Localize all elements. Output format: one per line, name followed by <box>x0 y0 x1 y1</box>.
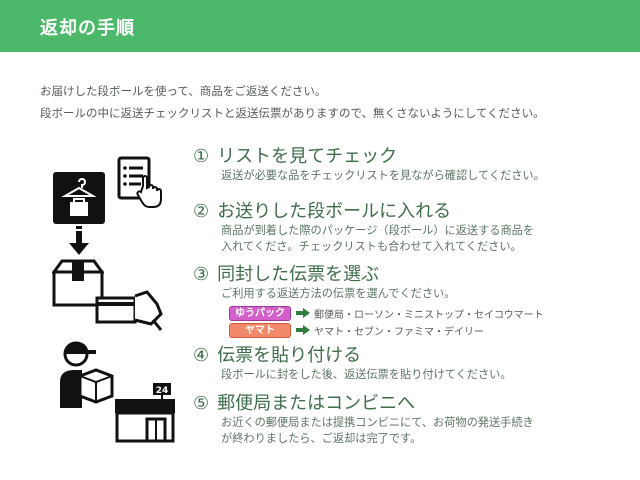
step-desc: ご利用する返送方法の伝票を選んでください。 <box>221 287 456 300</box>
carrier-stores: ヤマト・セブン・ファミマ・デイリー <box>314 326 484 338</box>
yamato-badge: ヤマト <box>229 322 291 338</box>
checklist-touch-icon <box>117 156 162 208</box>
arrow-right-icon <box>296 308 310 318</box>
step-desc: お近くの郵便局または提携コンビニにて、お荷物の発送手続き <box>221 416 534 429</box>
carrier-row-yamato: ヤマト ヤマト・セブン・ファミマ・デイリー <box>229 322 544 338</box>
delivery-person-icon <box>60 341 114 408</box>
step-desc: 返送が必要な品をチェックリストを見ながら確認してください。 <box>221 169 545 182</box>
hand-slip-icon <box>95 290 163 331</box>
intro-line: 段ボールの中に返送チェックリストと返送伝票がありますので、無くさないようにしてく… <box>40 106 545 120</box>
cardboard-box-icon <box>52 259 104 307</box>
header-bar: 返却の手順 <box>0 0 640 52</box>
step-desc: 商品が到着した際のパッケージ（段ボール）に返送する商品を <box>221 224 535 237</box>
step-desc: 入れてくださ。チェックリストも合わせて入れてください。 <box>221 240 522 253</box>
step-desc: が終わりましたら、ご返却は完了です。 <box>221 432 422 445</box>
step-desc: 段ボールに封をした後、返送伝票を貼り付けてください。 <box>221 368 512 381</box>
intro-line: お届けした段ボールを使って、商品をご返送ください。 <box>40 84 327 98</box>
yupack-badge: ゆうパック <box>229 305 291 321</box>
hanger-bag-icon <box>53 172 105 224</box>
intro-text: お届けした段ボールを使って、商品をご返送ください。 段ボールの中に返送チェックリ… <box>40 80 545 124</box>
carrier-row-yupack: ゆうパック 郵便局・ローソン・ミニストップ・セイコウマート <box>229 305 544 321</box>
down-arrow-icon <box>69 226 89 255</box>
arrow-right-icon <box>296 325 310 335</box>
convenience-store-icon: 24 <box>115 383 175 443</box>
page-title: 返却の手順 <box>40 18 135 39</box>
carrier-stores: 郵便局・ローソン・ミニストップ・セイコウマート <box>314 309 544 321</box>
store-sign-text: 24 <box>156 386 169 396</box>
carrier-list: ゆうパック 郵便局・ローソン・ミニストップ・セイコウマート ヤマト ヤマト・セブ… <box>229 305 544 338</box>
